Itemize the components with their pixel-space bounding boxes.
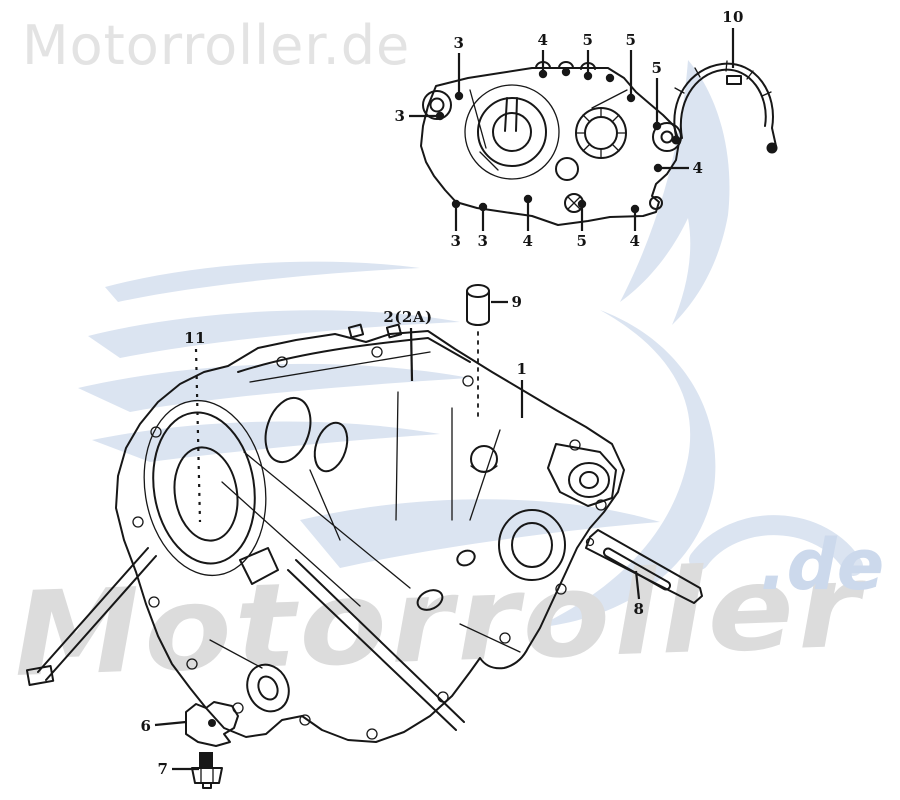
- leader-line-8: [634, 570, 641, 600]
- upper-crankcase-half-drawing: [420, 61, 682, 226]
- bar-part-8: [585, 529, 703, 604]
- leader-line-22A: [409, 327, 414, 382]
- gasket-ring-part-10: [671, 60, 778, 154]
- leader-line-6: [154, 720, 187, 727]
- watermark-suffix: .de: [760, 524, 885, 606]
- plate-part-6: [185, 701, 239, 747]
- site-logo: Motorroller.de: [22, 14, 411, 77]
- drain-bolt-part-7: [191, 752, 223, 789]
- dowel-pin-part-9: [466, 284, 490, 417]
- leader-line-11: [194, 348, 202, 523]
- lower-crankcase-drawing: [25, 323, 625, 743]
